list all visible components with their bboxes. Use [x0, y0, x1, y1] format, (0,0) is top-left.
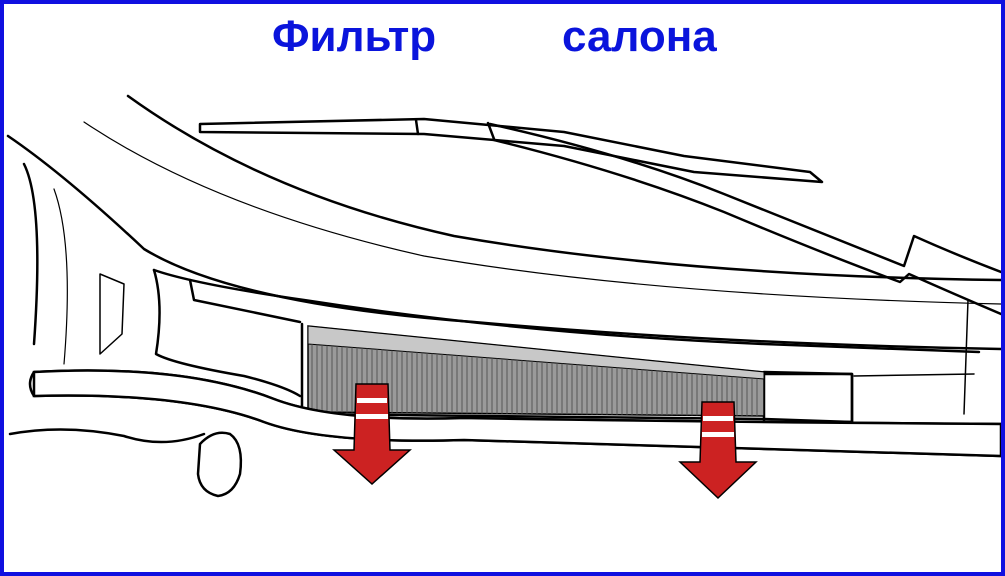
right-panel-line-2: [853, 373, 975, 377]
filter-housing-right: [762, 372, 854, 424]
wiper-blade-joint: [414, 118, 420, 136]
cowl-panel-left: [152, 268, 302, 398]
fender-lower: [8, 428, 206, 444]
wiper-arm: [488, 122, 1001, 274]
arrow-right: [678, 401, 758, 500]
wiper-blade-joint-2: [486, 121, 496, 141]
seal-strip: [32, 369, 1001, 458]
cabin-filter-element: [307, 325, 765, 417]
title-word-cabin: салона: [562, 12, 717, 61]
cowl-outer-curve: [6, 134, 1001, 351]
cowl-panel-bracket: [188, 278, 302, 324]
hood-inner-line: [83, 121, 1001, 305]
strut-tower: [196, 431, 243, 498]
right-panel-line: [963, 299, 969, 415]
arrow-left: [332, 383, 412, 486]
fender-detail: [99, 273, 125, 355]
cowl-panel-top: [152, 268, 981, 354]
a-pillar-inner: [53, 188, 68, 365]
a-pillar-line: [22, 162, 39, 346]
wiper-blade: [198, 117, 824, 184]
wiper-arm-lower: [492, 138, 1001, 316]
cabin-filter-illustration: [6, 94, 1001, 500]
title-word-filter: Фильтр: [272, 12, 437, 61]
hood-edge: [126, 94, 1001, 282]
